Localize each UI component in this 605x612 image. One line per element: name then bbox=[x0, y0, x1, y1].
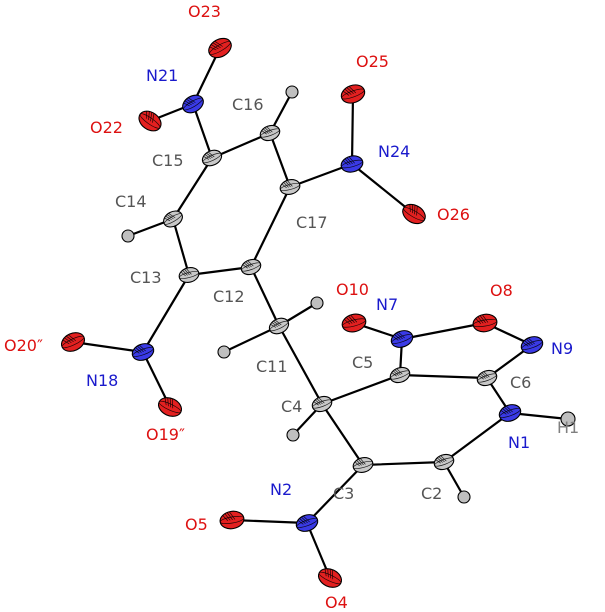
atom-c17 bbox=[279, 179, 301, 195]
atom-label-c3: C3 bbox=[333, 484, 354, 503]
atom-c16 bbox=[259, 124, 281, 142]
atom-label-c14: C14 bbox=[115, 192, 147, 211]
atom-label-o19: O19″ bbox=[146, 425, 185, 444]
bond-n2-o5 bbox=[230, 518, 309, 525]
bond-c16-c17 bbox=[268, 131, 292, 189]
atom-label-o4: O4 bbox=[325, 593, 348, 612]
atom-o4 bbox=[317, 568, 343, 588]
atom-n1 bbox=[498, 404, 522, 422]
atom-label-n21: N21 bbox=[146, 66, 178, 85]
atom-label-c16: C16 bbox=[232, 95, 264, 114]
atom-label-c11: C11 bbox=[256, 357, 288, 376]
atom-label-o23: O23 bbox=[188, 2, 221, 21]
atom-c11 bbox=[268, 317, 290, 335]
atom-label-c13: C13 bbox=[130, 268, 162, 287]
label-layer: C15C16C17C12C13C14N21O23O22N24O25O26N18O… bbox=[4, 2, 579, 612]
bond-c4-c5 bbox=[320, 373, 402, 406]
bond-c13-c14 bbox=[171, 217, 191, 277]
atom-n9 bbox=[520, 336, 544, 354]
atom-c5 bbox=[389, 366, 411, 384]
atom-o19 bbox=[157, 397, 183, 417]
atom-h16 bbox=[285, 85, 299, 99]
atom-label-o25: O25 bbox=[356, 52, 389, 71]
bond-c14-c15 bbox=[171, 156, 214, 221]
atom-c2 bbox=[433, 453, 455, 471]
bond-c11-c4 bbox=[277, 324, 324, 406]
atom-o10 bbox=[341, 313, 367, 333]
atom-h2 bbox=[457, 490, 471, 504]
bond-c17-c12 bbox=[249, 185, 292, 269]
atom-label-n9: N9 bbox=[551, 339, 573, 358]
atom-c6 bbox=[476, 369, 498, 387]
atom-o22 bbox=[138, 110, 162, 132]
atom-h4 bbox=[286, 428, 300, 442]
bond-c6-c5 bbox=[398, 373, 489, 380]
atom-n7 bbox=[390, 330, 414, 348]
atom-label-o22: O22 bbox=[90, 118, 123, 137]
atom-label-c2: C2 bbox=[421, 484, 442, 503]
atom-c3 bbox=[352, 457, 374, 473]
atom-c14 bbox=[163, 210, 183, 228]
bond-c2-c3 bbox=[361, 460, 446, 467]
atom-label-o26: O26 bbox=[437, 205, 470, 224]
atom-label-n1: N1 bbox=[508, 433, 530, 452]
atom-c12 bbox=[240, 258, 262, 276]
atom-label-n2: N2 bbox=[270, 480, 292, 499]
atom-o8 bbox=[472, 313, 498, 333]
bond-c15-n21 bbox=[191, 102, 214, 160]
atom-c15 bbox=[201, 149, 223, 167]
atom-label-c6: C6 bbox=[510, 373, 531, 392]
bond-c4-c3 bbox=[320, 402, 365, 467]
atom-label-o5: O5 bbox=[185, 515, 208, 534]
atom-label-c17: C17 bbox=[296, 213, 328, 232]
bond-n18-o20 bbox=[71, 340, 145, 354]
atom-h11a bbox=[310, 296, 324, 310]
atom-label-o20: O20″ bbox=[4, 336, 43, 355]
atom-label-h1: H1 bbox=[557, 418, 579, 437]
atom-o26 bbox=[402, 203, 426, 225]
atom-label-c4: C4 bbox=[281, 397, 302, 416]
atom-n21 bbox=[182, 94, 204, 114]
atom-h11b bbox=[217, 345, 231, 359]
bond-n24-o26 bbox=[350, 162, 416, 216]
atom-label-n24: N24 bbox=[378, 142, 410, 161]
atom-n2 bbox=[295, 514, 319, 532]
atom-label-o8: O8 bbox=[490, 281, 513, 300]
atom-label-n18: N18 bbox=[86, 371, 118, 390]
atom-o20 bbox=[60, 332, 86, 352]
atom-n24 bbox=[340, 155, 364, 173]
atom-h1 bbox=[560, 411, 576, 427]
atom-label-c15: C15 bbox=[152, 151, 184, 170]
atom-o23 bbox=[208, 37, 232, 59]
atom-o5 bbox=[219, 510, 245, 530]
bond-n24-o25 bbox=[350, 92, 355, 166]
atom-layer bbox=[60, 37, 576, 588]
bond-c3-n2 bbox=[305, 463, 365, 525]
bond-n7-o8 bbox=[400, 321, 487, 341]
atom-c4 bbox=[311, 395, 333, 413]
atom-label-c5: C5 bbox=[352, 353, 373, 372]
bond-c12-c11 bbox=[249, 265, 281, 328]
bond-c13-n18 bbox=[141, 273, 191, 354]
atom-label-c12: C12 bbox=[213, 287, 245, 306]
atom-h14 bbox=[121, 229, 135, 243]
atom-n18 bbox=[131, 343, 155, 361]
bond-n1-c2 bbox=[442, 411, 512, 464]
atom-o25 bbox=[340, 84, 366, 104]
atom-label-n7: N7 bbox=[376, 295, 398, 314]
atom-label-o10: O10 bbox=[336, 280, 369, 299]
atom-c13 bbox=[178, 267, 200, 283]
